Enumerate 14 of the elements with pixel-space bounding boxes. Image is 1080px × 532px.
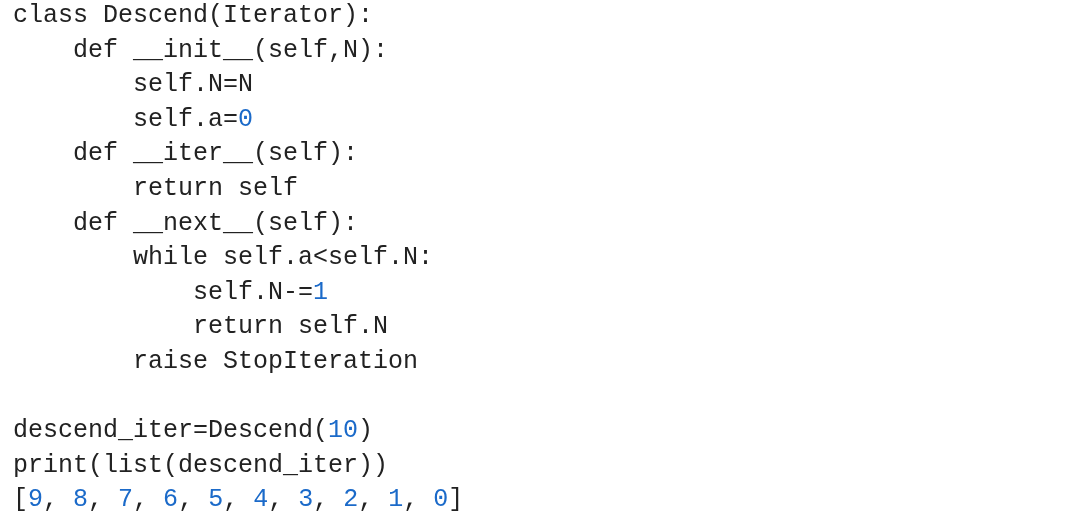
- code-line: return self.N: [193, 312, 389, 343]
- code-line: [9, 8, 7, 6, 5, 4, 3, 2, 1, 0]: [13, 485, 464, 516]
- code-line: descend_iter=Descend(10): [13, 416, 374, 447]
- code-line: self.N-=1: [193, 277, 329, 308]
- code-line: while self.a<self.N:: [133, 243, 434, 274]
- code-line: raise StopIteration: [133, 347, 419, 377]
- code-line: print(list(descend_iter)): [13, 450, 389, 481]
- code-line: def __next__(self):: [73, 208, 359, 239]
- code-line: def __iter__(self):: [73, 139, 359, 170]
- code-line: return self: [133, 174, 299, 204]
- code-line: class Descend(Iterator):: [13, 1, 374, 31]
- code-line: def __init__(self,N):: [73, 35, 389, 66]
- code-line: self.N=N: [133, 70, 254, 101]
- code-line: self.a=0: [133, 104, 254, 135]
